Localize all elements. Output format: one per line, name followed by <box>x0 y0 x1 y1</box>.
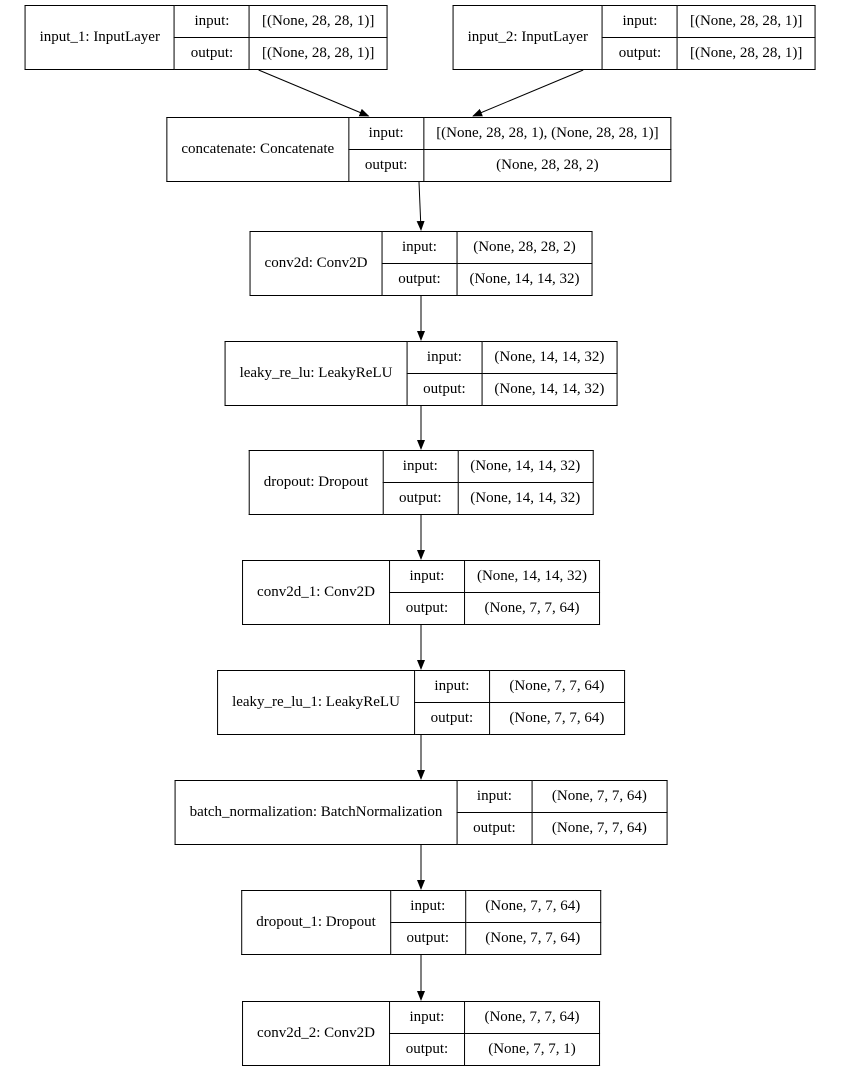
io-value-output: (None, 28, 28, 2) <box>423 149 672 182</box>
io-value-input: (None, 28, 28, 2) <box>456 231 593 264</box>
io-key-output: output: <box>406 373 483 406</box>
io-key-input: input: <box>406 341 483 374</box>
layer-label: conv2d: Conv2D <box>249 231 383 296</box>
layer-label: input_1: InputLayer <box>24 5 175 70</box>
io-value-input: [(None, 28, 28, 1)] <box>676 5 816 38</box>
io-key-output: output: <box>388 592 465 625</box>
layer-node-leaky_re_lu: leaky_re_lu: LeakyReLU input: (None, 14,… <box>224 341 618 406</box>
layer-label: dropout_1: Dropout <box>241 890 391 955</box>
io-key-input: input: <box>381 231 458 264</box>
io-value-output: (None, 14, 14, 32) <box>456 263 593 296</box>
io-value-input: (None, 7, 7, 64) <box>531 780 668 813</box>
layer-label: leaky_re_lu: LeakyReLU <box>224 341 408 406</box>
io-value-output: (None, 14, 14, 32) <box>481 373 618 406</box>
io-key-input: input: <box>382 450 459 483</box>
io-value-output: (None, 14, 14, 32) <box>457 482 594 515</box>
io-value-input: [(None, 28, 28, 1)] <box>248 5 388 38</box>
io-value-output: (None, 7, 7, 64) <box>488 702 625 735</box>
layer-label: input_2: InputLayer <box>452 5 603 70</box>
io-key-input: input: <box>456 780 533 813</box>
io-key-output: output: <box>389 922 466 955</box>
io-key-input: input: <box>389 890 466 923</box>
io-value-output: [(None, 28, 28, 1)] <box>248 37 388 70</box>
io-value-output: (None, 7, 7, 64) <box>464 922 601 955</box>
io-key-input: input: <box>388 560 465 593</box>
io-key-output: output: <box>388 1033 465 1066</box>
io-value-input: (None, 7, 7, 64) <box>463 1001 600 1034</box>
io-value-input: (None, 7, 7, 64) <box>488 670 625 703</box>
io-key-input: input: <box>601 5 678 38</box>
layer-label: conv2d_2: Conv2D <box>242 1001 390 1066</box>
layer-node-batch_normalization: batch_normalization: BatchNormalization … <box>174 780 668 845</box>
io-key-output: output: <box>173 37 250 70</box>
io-key-input: input: <box>173 5 250 38</box>
io-value-input: [(None, 28, 28, 1), (None, 28, 28, 1)] <box>423 117 672 150</box>
edge-input_2-to-concatenate <box>472 69 584 117</box>
layer-node-dropout: dropout: Dropout input: (None, 14, 14, 3… <box>248 450 594 515</box>
io-value-output: (None, 7, 7, 64) <box>531 812 668 845</box>
io-key-output: output: <box>382 482 459 515</box>
layer-label: concatenate: Concatenate <box>166 117 350 182</box>
io-key-output: output: <box>348 149 425 182</box>
io-key-input: input: <box>388 1001 465 1034</box>
layer-node-conv2d_2: conv2d_2: Conv2D input: (None, 7, 7, 64)… <box>242 1001 600 1066</box>
io-key-output: output: <box>601 37 678 70</box>
io-value-output: (None, 7, 7, 1) <box>463 1033 600 1066</box>
edge-input_1-to-concatenate <box>258 69 370 117</box>
io-value-input: (None, 14, 14, 32) <box>457 450 594 483</box>
layer-label: batch_normalization: BatchNormalization <box>174 780 458 845</box>
edge-concatenate-to-conv2d <box>416 181 425 231</box>
layer-node-input_1: input_1: InputLayer input: [(None, 28, 2… <box>24 5 388 70</box>
layer-label: conv2d_1: Conv2D <box>242 560 390 625</box>
io-key-input: input: <box>413 670 490 703</box>
io-value-input: (None, 7, 7, 64) <box>464 890 601 923</box>
io-key-output: output: <box>413 702 490 735</box>
io-value-input: (None, 14, 14, 32) <box>481 341 618 374</box>
io-value-output: [(None, 28, 28, 1)] <box>676 37 816 70</box>
io-value-output: (None, 7, 7, 64) <box>463 592 600 625</box>
layer-node-leaky_re_lu_1: leaky_re_lu_1: LeakyReLU input: (None, 7… <box>217 670 625 735</box>
io-key-input: input: <box>348 117 425 150</box>
io-key-output: output: <box>381 263 458 296</box>
layer-node-conv2d: conv2d: Conv2D input: (None, 28, 28, 2) … <box>249 231 593 296</box>
io-key-output: output: <box>456 812 533 845</box>
layer-node-dropout_1: dropout_1: Dropout input: (None, 7, 7, 6… <box>241 890 601 955</box>
layer-node-input_2: input_2: InputLayer input: [(None, 28, 2… <box>452 5 816 70</box>
layer-node-concatenate: concatenate: Concatenate input: [(None, … <box>166 117 672 182</box>
layer-node-conv2d_1: conv2d_1: Conv2D input: (None, 14, 14, 3… <box>242 560 600 625</box>
layer-label: dropout: Dropout <box>248 450 384 515</box>
layer-label: leaky_re_lu_1: LeakyReLU <box>217 670 415 735</box>
io-value-input: (None, 14, 14, 32) <box>463 560 600 593</box>
